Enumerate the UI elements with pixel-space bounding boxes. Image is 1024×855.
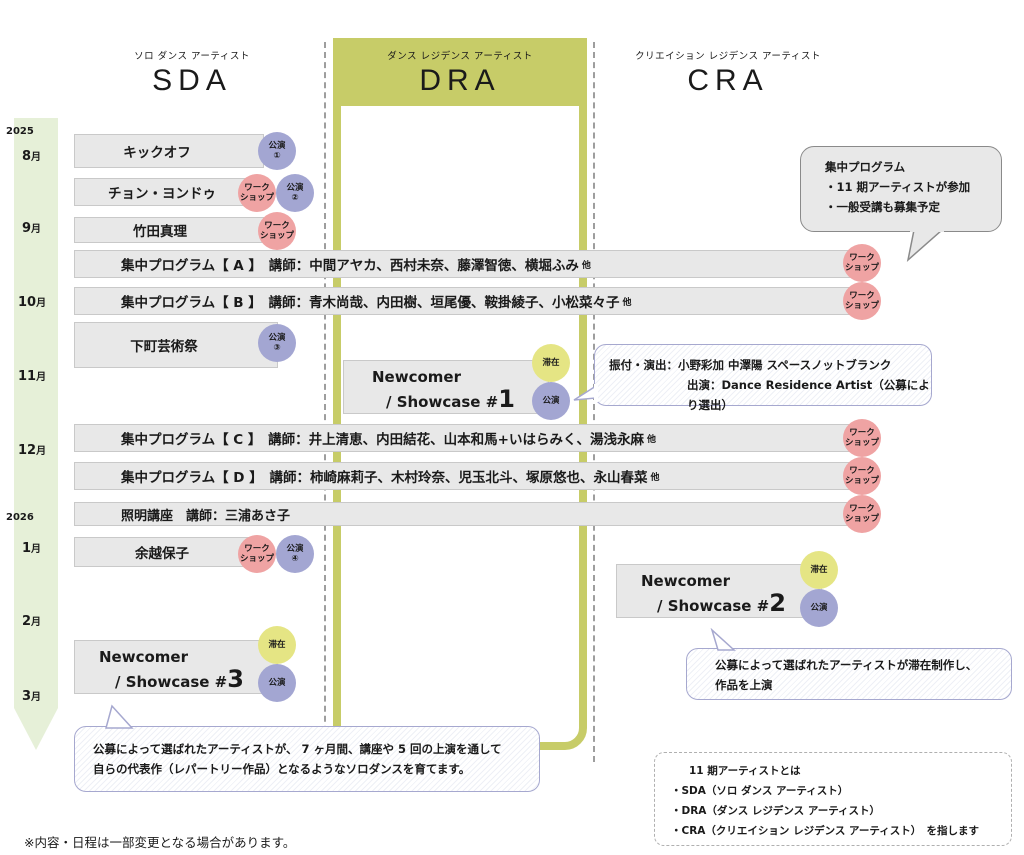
workshop-badge: ワークショップ — [238, 174, 276, 212]
event-chon: チョン・ヨンドゥ — [74, 178, 250, 206]
month-label: 1月 — [22, 541, 42, 556]
performance-badge: 公演 — [532, 382, 570, 420]
cra-callout-tail — [710, 628, 736, 651]
artist-legend: 11 期アーティストとは ・SDA（ソロ ダンス アーティスト） ・DRA（ダン… — [654, 752, 1012, 846]
column-divider-left — [324, 42, 326, 762]
workshop-badge: ワークショップ — [843, 495, 881, 533]
workshop-badge: ワークショップ — [258, 212, 296, 250]
residency-badge: 滞在 — [800, 551, 838, 589]
month-label: 8月 — [22, 149, 42, 164]
dra-title: DRA — [419, 64, 501, 97]
workshop-badge: ワークショップ — [843, 282, 881, 320]
residency-badge: 滞在 — [258, 626, 296, 664]
performance-badge: 公演 — [800, 589, 838, 627]
sda-title: SDA — [152, 64, 232, 97]
year-label-2026: 2026 — [6, 512, 34, 523]
sda-callout-tail — [105, 704, 134, 729]
showcase-2-bar: Newcomer / Showcase #2 — [616, 564, 822, 618]
sda-info-callout: 公募によって選ばれたアーティストが、 7 ヶ月間、講座や 5 回の上演を通して … — [74, 726, 540, 792]
dra-subtitle: ダンス レジデンス アーティスト — [387, 51, 533, 62]
workshop-badge: ワークショップ — [843, 457, 881, 495]
performance-badge: 公演 — [258, 664, 296, 702]
workshop-badge: ワークショップ — [843, 244, 881, 282]
cra-info-callout: 公募によって選ばれたアーティストが滞在制作し、 作品を上演 — [686, 648, 1012, 700]
month-label: 9月 — [22, 221, 42, 236]
month-label: 2月 — [22, 614, 42, 629]
event-program-a: 集中プログラム【 A 】 講師：中間アヤカ、西村未奈、藤澤智徳、横堀ふみ他 — [74, 250, 864, 278]
month-label: 10月 — [18, 295, 47, 310]
intensive-program-callout: 集中プログラム ・11 期アーティストが参加 ・一般受講も募集予定 — [800, 146, 1002, 232]
month-label: 3月 — [22, 689, 42, 704]
showcase-3-bar: Newcomer / Showcase #3 — [74, 640, 278, 694]
event-program-c: 集中プログラム【 C 】 講師：井上清恵、内田結花、山本和馬+いはらみく、湯浅永… — [74, 424, 864, 452]
event-program-d: 集中プログラム【 D 】 講師：柿崎麻莉子、木村玲奈、児玉北斗、塚原悠也、永山春… — [74, 462, 864, 490]
cra-subtitle: クリエイション レジデンス アーティスト — [635, 51, 821, 62]
month-label: 11月 — [18, 369, 47, 384]
event-yokoshi: 余越保子 — [74, 537, 250, 567]
event-program-b: 集中プログラム【 B 】 講師：青木尚哉、内田樹、垣尾優、鞍掛綾子、小松菜々子他 — [74, 287, 864, 315]
timeline-arrow — [14, 118, 58, 750]
residency-badge: 滞在 — [532, 344, 570, 382]
event-lighting: 照明講座 講師：三浦あさ子 — [74, 502, 864, 526]
dra-callout-tail — [573, 384, 598, 402]
month-label: 12月 — [18, 443, 47, 458]
intensive-callout-tail — [906, 228, 944, 263]
event-takeda: 竹田真理 — [74, 217, 264, 243]
workshop-badge: ワークショップ — [843, 419, 881, 457]
event-shitamachi: 下町芸術祭 — [74, 322, 278, 368]
sda-subtitle: ソロ ダンス アーティスト — [134, 51, 250, 62]
workshop-badge: ワークショップ — [238, 535, 276, 573]
year-label-2025: 2025 — [6, 126, 34, 137]
cra-title: CRA — [687, 64, 769, 97]
event-kickoff: キックオフ — [74, 134, 264, 168]
footnote: ※内容・日程は一部変更となる場合があります。 — [24, 835, 296, 850]
dra-info-callout: 振付・演出：小野彩加 中澤陽 スペースノットブランク 出演：Dance Resi… — [594, 344, 932, 412]
dra-header-band — [333, 38, 587, 106]
showcase-1-bar: Newcomer / Showcase #1 — [343, 360, 549, 414]
